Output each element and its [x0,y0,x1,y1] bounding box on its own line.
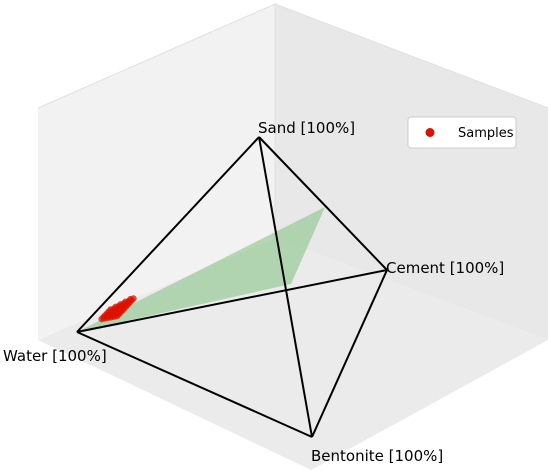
legend-box [407,116,517,149]
tetrahedron-edges [76,136,388,438]
legend-marker [425,128,435,137]
mixture-plane [77,207,325,332]
vertex-label-water: Water [100%] [3,347,107,365]
right-pane [275,4,548,340]
edge-water-bentonite [76,331,313,438]
vertex-label-cement: Cement [100%] [386,259,504,277]
edge-water-cement [76,269,388,333]
left-pane [38,4,275,340]
vertex-label-bentonite: Bentonite [100%] [311,447,443,465]
vertex-label-sand: Sand [100%] [258,119,355,137]
edge-sand-cement [258,136,388,271]
edge-cement-bentonite [311,269,388,438]
edge-sand-bentonite [258,136,313,438]
sample-points [98,295,137,323]
legend: Samples [407,116,517,149]
legend-label-samples: Samples [458,126,514,141]
sample-point [130,295,137,302]
edge-sand-water [76,136,260,333]
